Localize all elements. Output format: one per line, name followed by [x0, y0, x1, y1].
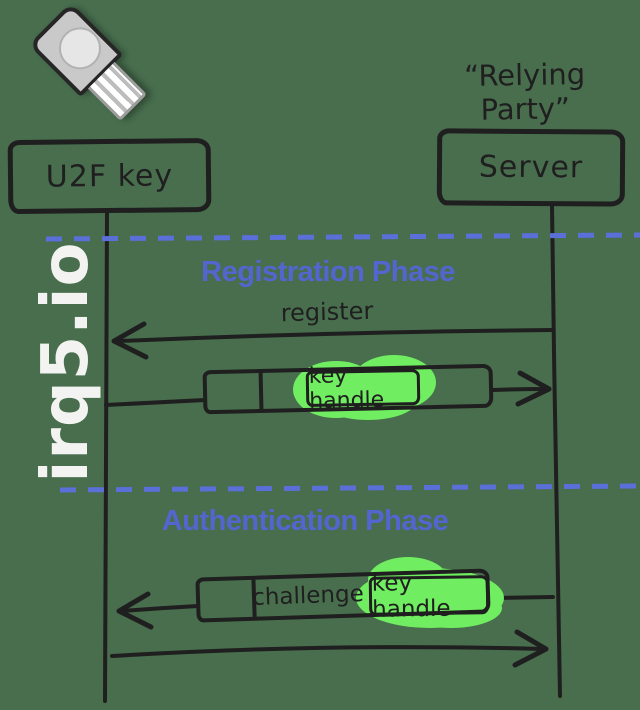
key-handle-highlight	[318, 378, 418, 420]
authentication-key-handle-label: key handle	[371, 569, 451, 623]
challenge-field-label: challenge	[251, 581, 365, 611]
registration-phase-title: Registration Phase	[201, 256, 455, 288]
registration-response-arrowhead	[515, 370, 552, 407]
server-actor-label: Server	[478, 149, 584, 186]
u2f-key-actor-label: U2F key	[45, 157, 174, 195]
authentication-challenge-arrowhead	[116, 591, 154, 630]
u2f-lifeline	[103, 211, 109, 703]
usb-key-button	[50, 18, 110, 79]
register-message-label: register	[280, 296, 374, 328]
registration-key-handle-label: key handle	[308, 363, 385, 414]
server-actor-box: Server	[436, 128, 626, 207]
registration-response-arrow	[104, 370, 552, 407]
watermark: irq5.io	[29, 241, 103, 483]
registration-key-handle-box: key handle	[305, 363, 421, 414]
server-lifeline	[550, 204, 562, 698]
key-handle-highlight	[400, 588, 502, 628]
u2f-key-actor-box: U2F key	[7, 137, 212, 215]
authentication-divider-line	[59, 483, 639, 493]
usb-key	[28, 2, 155, 129]
registration-divider-line	[45, 232, 640, 242]
relying-party-annotation: “Relying Party”	[463, 56, 586, 127]
register-arrow	[111, 321, 555, 360]
authentication-response-arrowhead	[512, 629, 549, 668]
register-arrowhead	[111, 321, 149, 360]
usb-security-key-icon	[26, 2, 158, 134]
authentication-key-handle-box: key handle	[368, 570, 490, 622]
registration-message-divider	[258, 370, 264, 412]
authentication-response-arrow	[110, 629, 549, 668]
authentication-phase-title: Authentication Phase	[161, 505, 449, 537]
